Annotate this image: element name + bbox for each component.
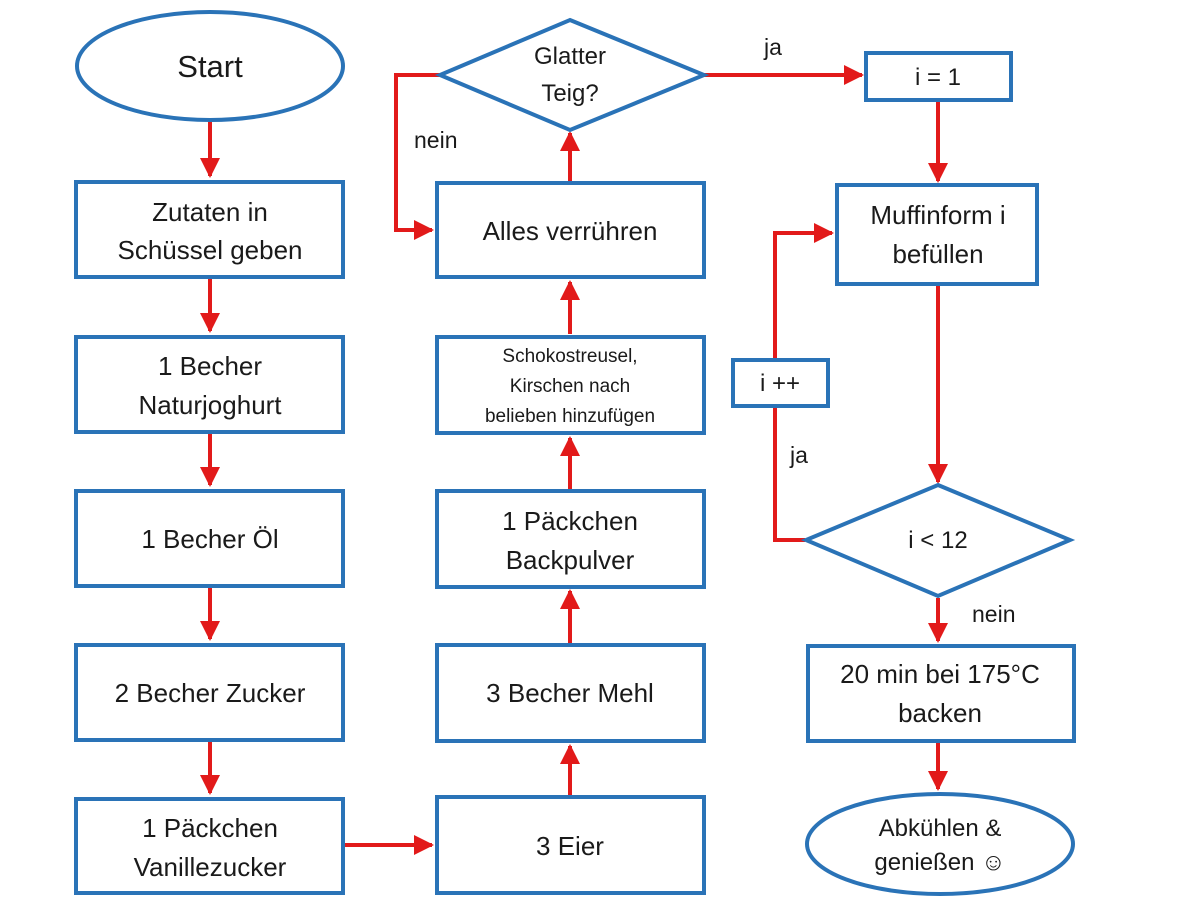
node-abkuehlen-line-2: genießen ☺ — [874, 849, 1005, 876]
node-vanillezucker: 1 Päckchen Vanillezucker — [74, 797, 345, 895]
node-naturjoghurt-line-1: 1 Becher — [158, 351, 262, 381]
node-naturjoghurt: 1 Becher Naturjoghurt — [74, 335, 345, 434]
node-backpulver-line-2: Backpulver — [506, 545, 635, 575]
node-eier: 3 Eier — [435, 795, 706, 895]
edge-label-teig-nein: nein — [414, 127, 457, 153]
node-glatter-teig-line-2: Teig? — [541, 80, 598, 107]
node-abkuehlen-line-1: Abkühlen & — [879, 815, 1002, 842]
node-zucker: 2 Becher Zucker — [74, 643, 345, 742]
node-start: Start — [75, 10, 345, 122]
node-backpulver: 1 Päckchen Backpulver — [435, 489, 706, 589]
node-muffinform: Muffinform i befüllen — [835, 183, 1039, 286]
node-backen-line-1: 20 min bei 175°C — [840, 659, 1040, 689]
node-abkuehlen: Abkühlen & genießen ☺ — [805, 792, 1075, 896]
node-zutaten: Zutaten in Schüssel geben — [74, 180, 345, 279]
node-i-lt-12: i < 12 — [800, 482, 1076, 599]
node-eier-label: 3 Eier — [536, 831, 604, 861]
node-schoko-line-3: belieben hinzufügen — [485, 406, 655, 427]
node-oel-label: 1 Becher Öl — [141, 524, 278, 554]
node-naturjoghurt-line-2: Naturjoghurt — [138, 390, 282, 420]
node-backpulver-line-1: 1 Päckchen — [502, 506, 638, 536]
node-backen-line-2: backen — [898, 698, 982, 728]
edge-label-loop-nein: nein — [972, 601, 1015, 627]
connectors — [200, 65, 948, 855]
node-muffinform-line-2: befüllen — [892, 239, 983, 269]
node-schoko: Schokostreusel, Kirschen nach belieben h… — [435, 335, 706, 435]
node-i-inc-label: i ++ — [760, 370, 800, 397]
node-schoko-line-1: Schokostreusel, — [502, 346, 637, 367]
node-glatter-teig-line-1: Glatter — [534, 43, 606, 70]
node-oel: 1 Becher Öl — [74, 489, 345, 588]
node-start-label: Start — [177, 49, 243, 84]
node-i-eq-1-label: i = 1 — [915, 64, 961, 91]
node-verruehren: Alles verrühren — [435, 181, 706, 279]
node-vanillezucker-line-1: 1 Päckchen — [142, 813, 278, 843]
node-muffinform-line-1: Muffinform i — [870, 200, 1005, 230]
node-i-inc: i ++ — [731, 358, 830, 408]
node-mehl: 3 Becher Mehl — [435, 643, 706, 743]
edge-label-teig-ja: ja — [763, 34, 782, 60]
arrow-teig-nein-loop — [394, 73, 440, 240]
node-i-lt-12-label: i < 12 — [908, 527, 967, 554]
node-backen: 20 min bei 175°C backen — [806, 644, 1076, 743]
node-i-eq-1: i = 1 — [864, 51, 1013, 102]
node-schoko-line-2: Kirschen nach — [510, 376, 630, 397]
node-vanillezucker-line-2: Vanillezucker — [134, 852, 287, 882]
edge-label-loop-ja: ja — [789, 442, 808, 468]
node-zucker-label: 2 Becher Zucker — [115, 678, 306, 708]
node-zutaten-line-2: Schüssel geben — [117, 235, 302, 265]
node-glatter-teig: Glatter Teig? — [434, 17, 710, 133]
node-zutaten-line-1: Zutaten in — [152, 197, 268, 227]
node-mehl-label: 3 Becher Mehl — [486, 678, 654, 708]
node-verruehren-label: Alles verrühren — [483, 216, 658, 246]
